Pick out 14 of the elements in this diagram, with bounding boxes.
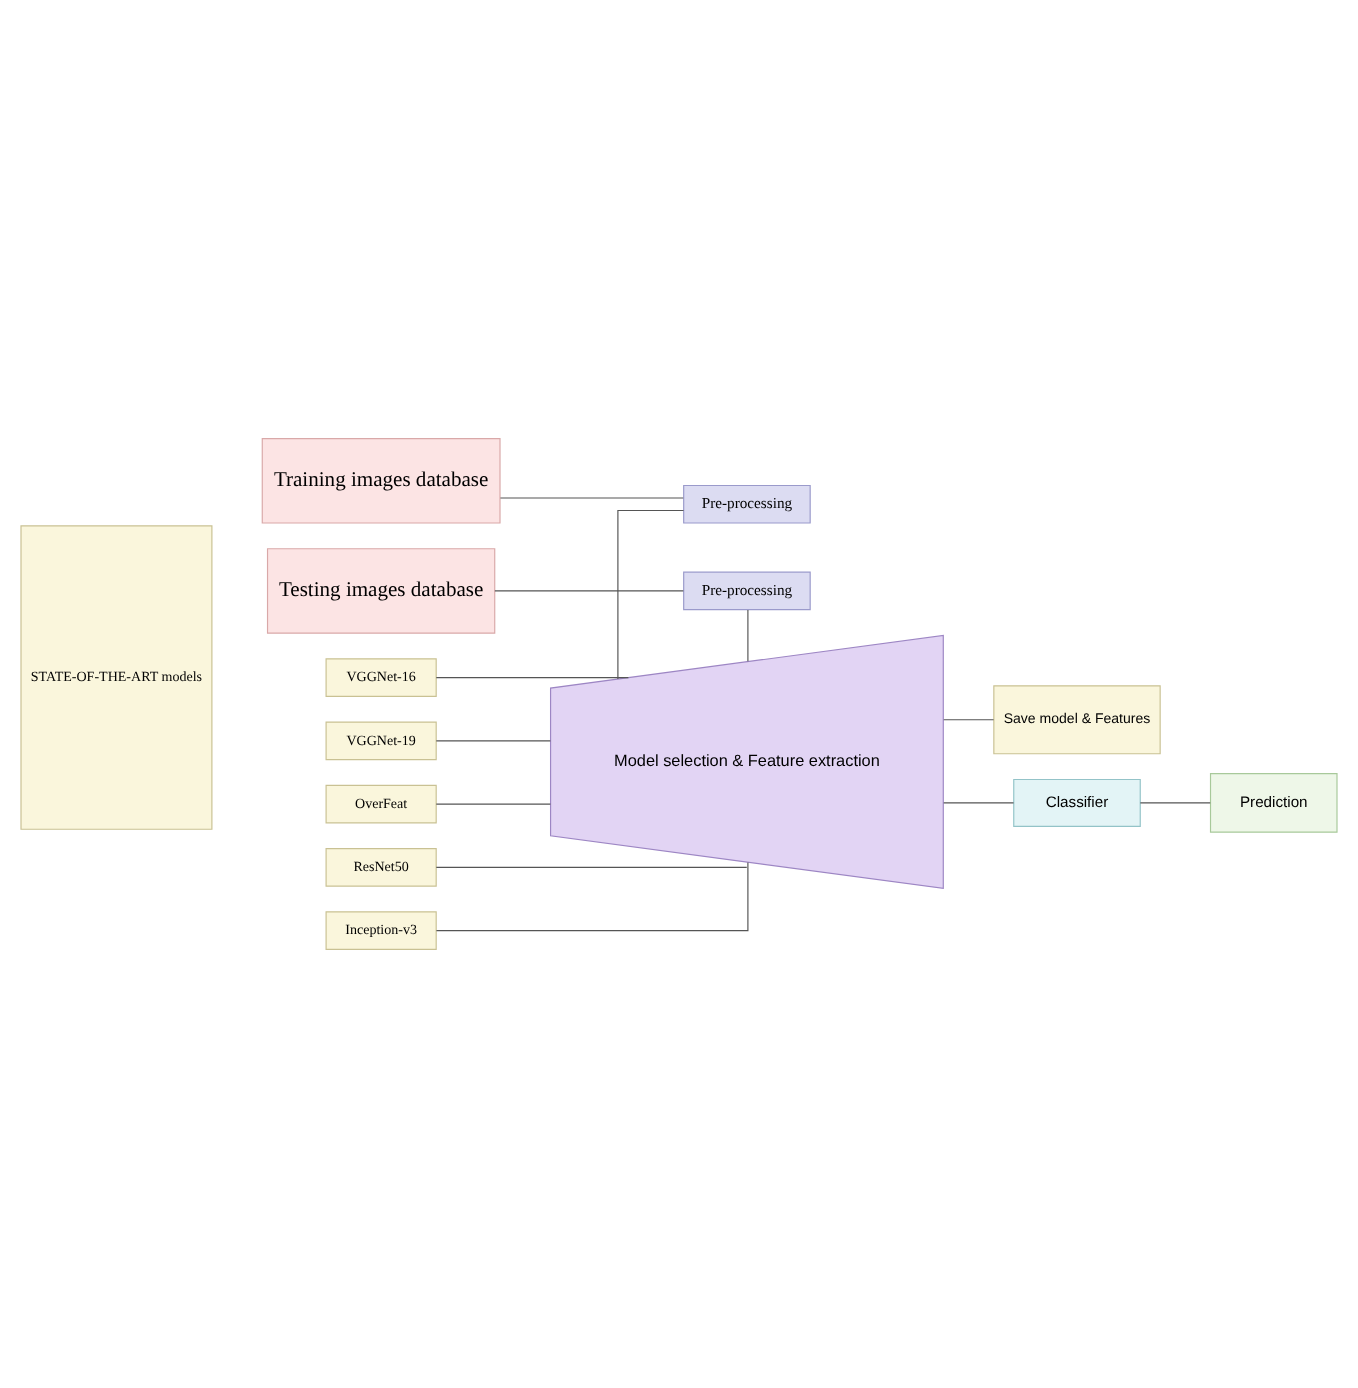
connector <box>747 609 749 662</box>
connector <box>435 677 629 679</box>
connector <box>435 866 748 868</box>
node-box: Training images database <box>261 438 501 524</box>
connector <box>943 719 995 721</box>
connector <box>943 802 1015 804</box>
connector <box>435 861 749 932</box>
connector <box>1139 802 1211 804</box>
connector <box>435 803 551 805</box>
connector <box>435 740 551 742</box>
node-box: Testing images database <box>266 548 496 634</box>
connector <box>494 590 684 592</box>
connector <box>499 497 684 499</box>
connector <box>617 509 685 680</box>
